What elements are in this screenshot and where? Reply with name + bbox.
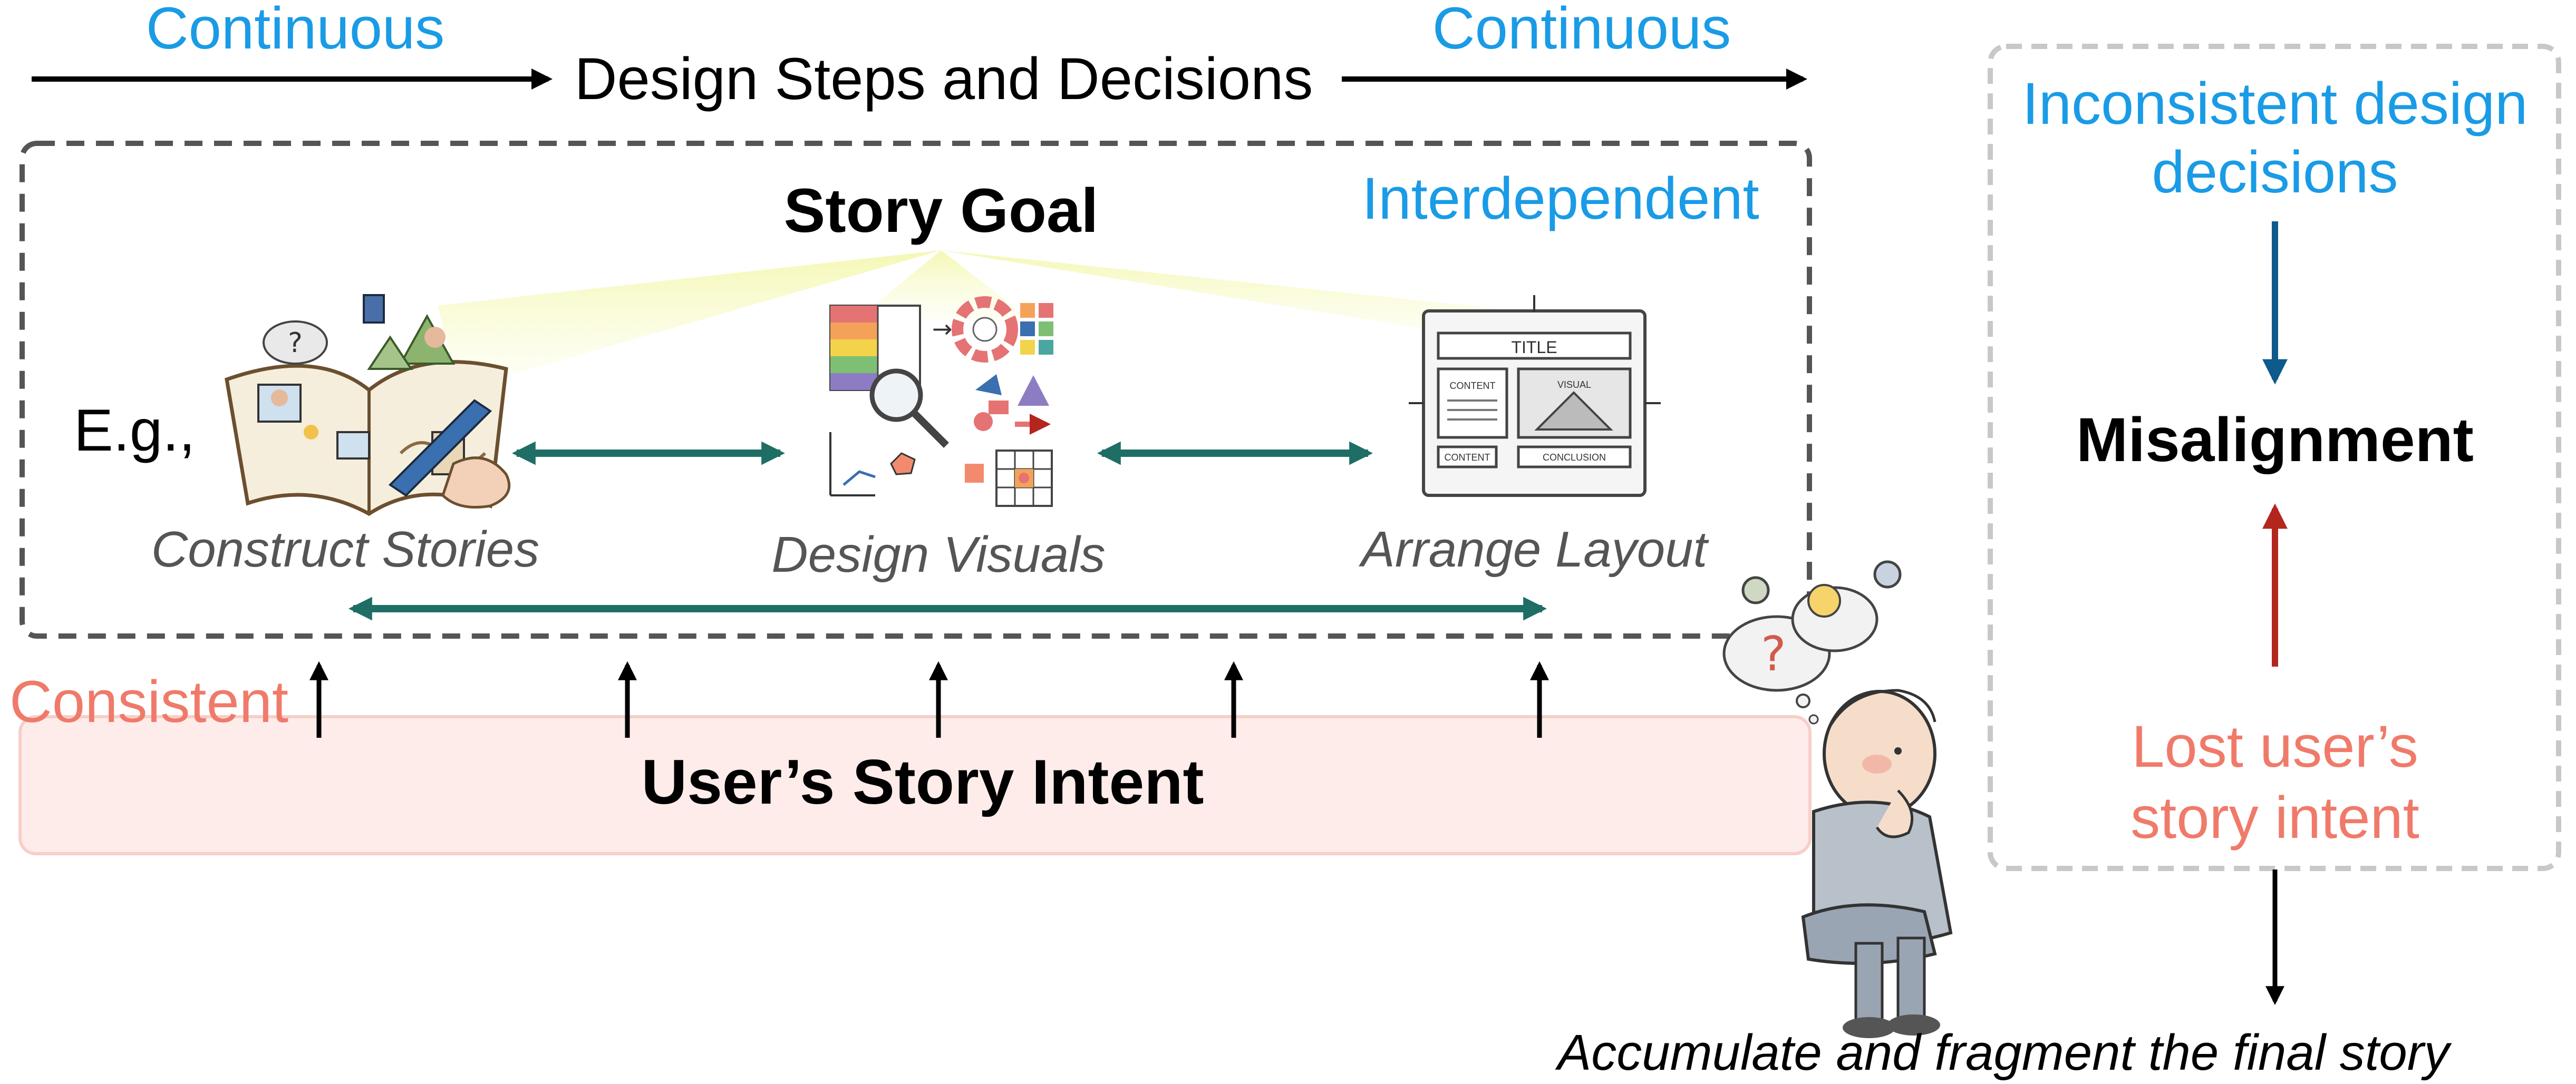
svg-text:→: → xyxy=(932,315,953,343)
svg-text:TITLE: TITLE xyxy=(1511,338,1557,357)
continuous-tag-right: Continuous xyxy=(1432,0,1731,61)
lightbulb-icon xyxy=(1807,584,1841,618)
open-book-icon: ? xyxy=(225,294,511,516)
step-label-arrange-layout: Arrange Layout xyxy=(1359,521,1709,578)
svg-text:CONTENT: CONTENT xyxy=(1450,380,1496,391)
lost-intent-label-line2: story intent xyxy=(2130,785,2419,851)
design-steps-box xyxy=(20,141,1812,639)
svg-text:?: ? xyxy=(1761,627,1786,682)
layout-wireframe-icon: TITLE CONTENT VISUAL CONTENT CONCLUSION xyxy=(1409,295,1661,497)
goal-beam-left xyxy=(438,250,941,390)
lost-intent-label-line1: Lost user’s xyxy=(2132,714,2418,779)
svg-text:CONCLUSION: CONCLUSION xyxy=(1543,452,1606,463)
footer-caption: Accumulate and fragment the final story xyxy=(1555,1024,2452,1081)
story-goal-label: Story Goal xyxy=(784,176,1099,246)
flow-title: Design Steps and Decisions xyxy=(575,46,1313,112)
visual-elements-icon: → xyxy=(829,296,1053,507)
step-label-construct-stories: Construct Stories xyxy=(151,521,539,578)
gear-icon xyxy=(1873,560,1902,589)
svg-text:CONTENT: CONTENT xyxy=(1445,452,1490,463)
continuous-tag-left: Continuous xyxy=(146,0,445,61)
gear-icon xyxy=(1741,576,1770,604)
inconsistent-label-line1: Inconsistent design xyxy=(2022,71,2528,136)
outcome-panel xyxy=(1988,44,2561,871)
svg-text:?: ? xyxy=(288,327,303,359)
eg-label: E.g., xyxy=(74,397,195,463)
inconsistent-label-line2: decisions xyxy=(2152,139,2398,205)
intent-band xyxy=(18,715,1812,855)
intent-label: User’s Story Intent xyxy=(642,747,1204,817)
confused-person-icon: ? xyxy=(1722,560,1953,1038)
goal-beam-right xyxy=(941,250,1518,343)
misalignment-label: Misalignment xyxy=(2076,405,2474,475)
svg-text:VISUAL: VISUAL xyxy=(1557,379,1591,390)
step-label-design-visuals: Design Visuals xyxy=(771,526,1105,583)
interdependent-tag: Interdependent xyxy=(1362,165,1759,231)
consistent-tag: Consistent xyxy=(9,669,288,735)
